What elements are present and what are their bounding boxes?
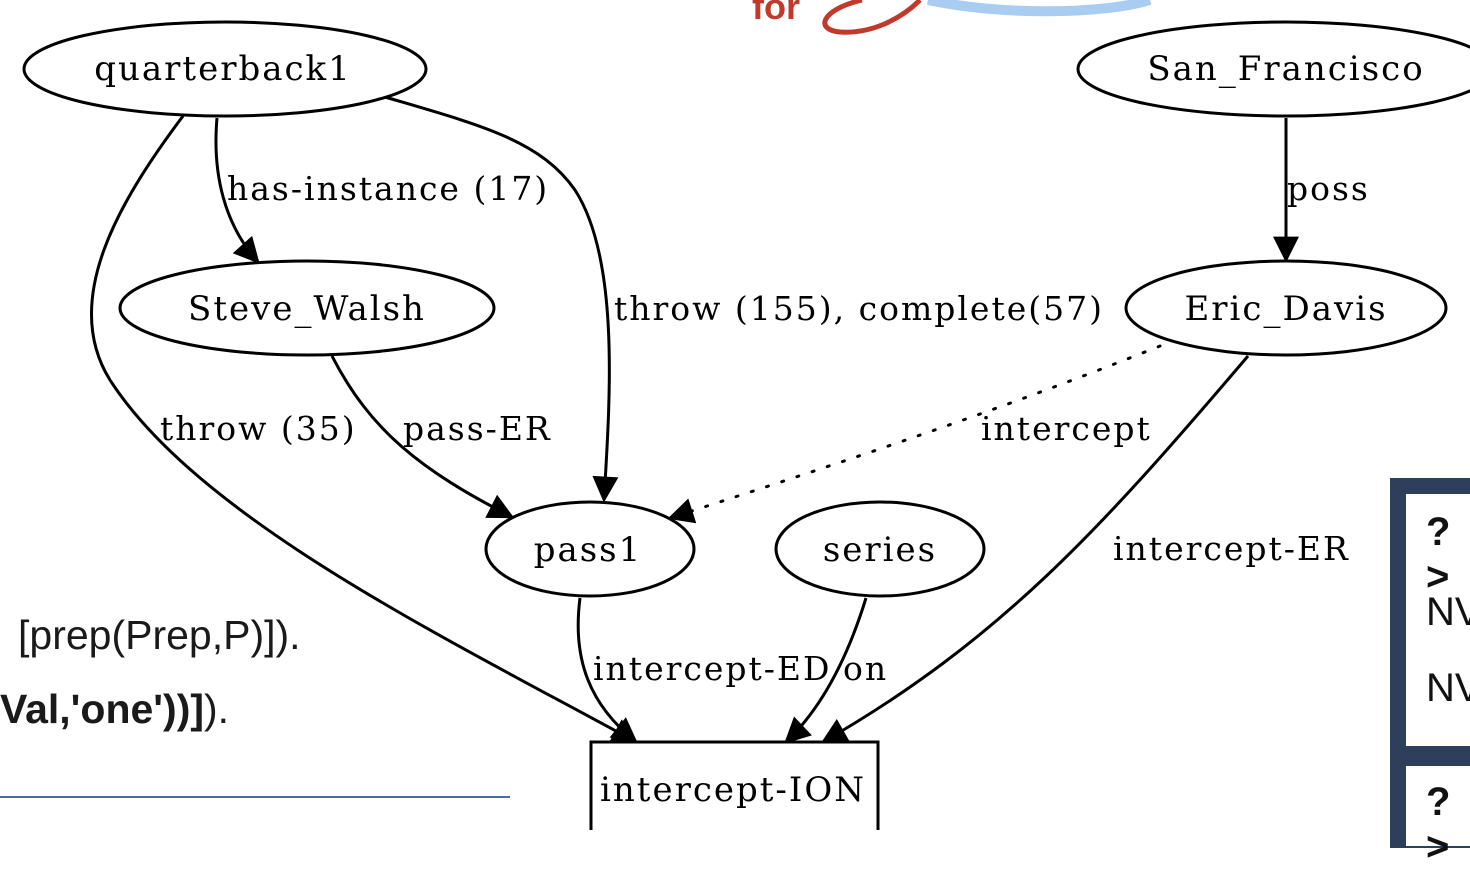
red-arc-icon [822,0,922,35]
panel-line-2: NV [1426,666,1470,710]
edge-label-intercept: intercept [981,409,1152,448]
node-label: intercept-ION [600,770,866,810]
edge-on [784,597,868,744]
top-decoration [822,0,1152,35]
edge-label-intercept-ed: intercept-ED [593,649,831,688]
edge-label-on: on [843,649,888,688]
panel-prompt-2: ?> [1426,780,1451,869]
node-label: series [823,530,937,570]
edge-throw-complete [384,95,619,503]
edge-label-pass-er: pass-ER [403,409,552,448]
divider-line [0,796,510,798]
node-san-francisco: San_Francisco [1076,20,1470,118]
panel-line-1: NV [1426,590,1470,634]
node-series: series [774,500,986,598]
graph-diagram: quarterback1 San_Francisco Steve_Walsh E… [22,20,1470,830]
node-label: quarterback1 [94,49,352,89]
edge-pass-er [330,355,515,519]
node-label: San_Francisco [1147,49,1424,89]
node-pass1: pass1 [484,500,696,598]
edge-label-throw-complete: throw (155), complete(57) [614,289,1104,328]
node-label: Steve_Walsh [188,289,426,329]
terminal-box-1 [1406,494,1470,746]
edge-label-poss: poss [1287,169,1370,208]
code-line-2: Val,'one'))]). [0,686,229,733]
edge-intercept-er [820,355,1250,744]
blue-cloud-edge [926,0,1152,17]
for-label: for [752,0,800,27]
panel-prompt-1: ?> [1426,510,1451,599]
node-eric-davis: Eric_Davis [1124,259,1448,357]
code-line-2-tail: ). [204,686,230,732]
node-intercept-ion: intercept-ION [589,740,880,830]
node-steve-walsh: Steve_Walsh [118,259,496,357]
code-line-2-bold: Val,'one'))] [0,686,205,732]
edge-intercept-ed [576,597,639,744]
code-line-1: [prep(Prep,P)]). [18,612,301,658]
node-label: Eric_Davis [1184,289,1387,329]
edge-has-instance [214,117,260,264]
edge-throw35 [90,115,639,744]
edge-label-throw35: throw (35) [160,409,357,448]
node-quarterback1: quarterback1 [22,20,428,118]
edge-label-has-instance: has-instance (17) [227,169,549,208]
node-label: pass1 [534,530,643,570]
edge-label-intercept-er: intercept-ER [1113,529,1350,568]
